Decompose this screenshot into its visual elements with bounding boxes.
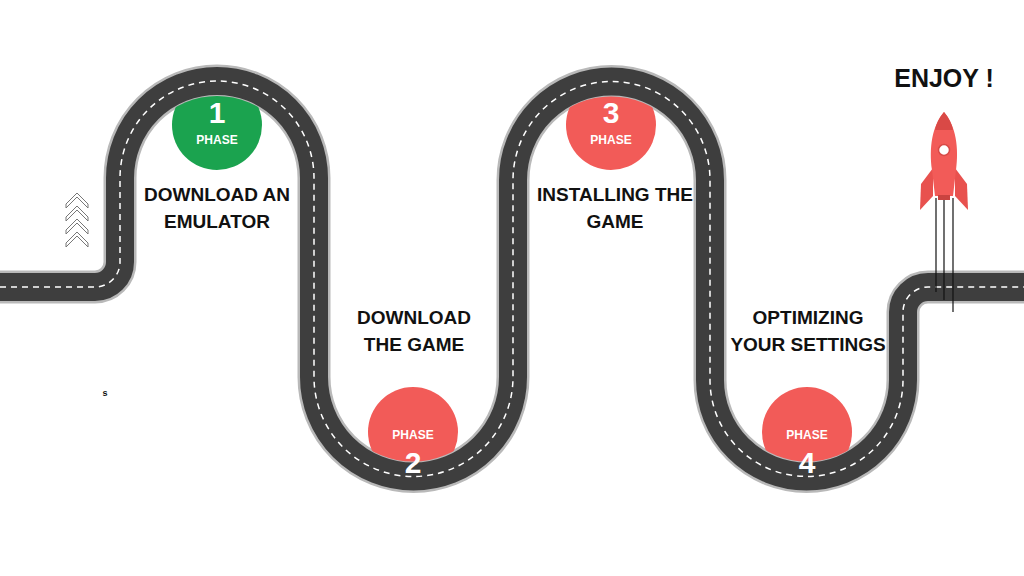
phase-label: PHASE [368, 429, 458, 441]
phase-label: PHASE [762, 429, 852, 441]
phase-disc [172, 80, 262, 170]
finish-title: ENJOY ! [859, 63, 1024, 93]
rocket [920, 112, 968, 312]
phase-label: PHASE [566, 134, 656, 146]
phase-description: OPTIMIZING YOUR SETTINGS [726, 304, 891, 358]
phase-circle: 1PHASE [172, 80, 262, 170]
phase-label: PHASE [172, 134, 262, 146]
phase-circle: 3PHASE [566, 80, 656, 170]
phase-circle: PHASE 2 [368, 387, 458, 477]
exhaust-line [935, 198, 936, 292]
road [0, 81, 1024, 476]
rocket-window [939, 145, 950, 156]
exhaust-line [943, 200, 944, 300]
rocket-tip [935, 112, 953, 130]
rocket-fin [920, 168, 933, 210]
rocket-nozzle [938, 195, 950, 200]
road-center-line [0, 81, 1024, 476]
phase-disc [566, 80, 656, 170]
phase-description: DOWNLOAD AN EMULATOR [135, 181, 300, 235]
phase-description: INSTALLING THE GAME [530, 181, 700, 235]
phase-number: 1 [172, 98, 262, 128]
road-surface [0, 81, 1024, 476]
phase-description: DOWNLOAD THE GAME [347, 304, 482, 358]
phase-number: 3 [566, 98, 656, 128]
phase-number: 2 [368, 448, 458, 478]
rocket-fin [955, 168, 968, 210]
chevron [66, 232, 88, 247]
exhaust-line [952, 198, 953, 312]
phase-circle: PHASE 4 [762, 387, 852, 477]
chevrons [66, 193, 88, 247]
road-edge [0, 81, 1024, 476]
phase-disc [368, 387, 458, 477]
phase-disc [762, 387, 852, 477]
stray-mark: s [93, 388, 117, 399]
phase-number: 4 [762, 448, 852, 478]
rocket-body [931, 112, 957, 196]
